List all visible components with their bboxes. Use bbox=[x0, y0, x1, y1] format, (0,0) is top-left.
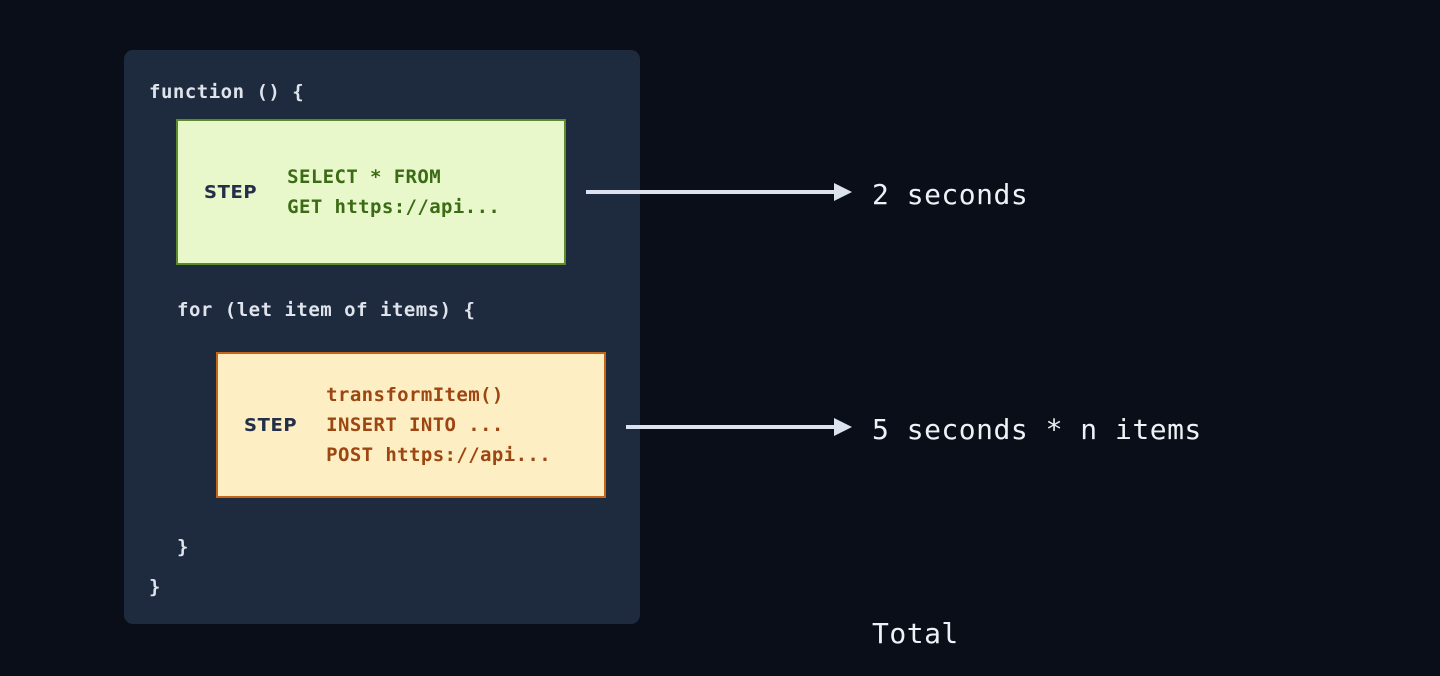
code-line-for-close: } bbox=[177, 536, 189, 558]
step-label: STEP bbox=[244, 414, 298, 436]
arrow-head bbox=[834, 418, 852, 436]
step-box-query[interactable]: STEP SELECT * FROM GET https://api... bbox=[176, 119, 566, 265]
annotation-second-step-duration: 5 seconds * n items bbox=[872, 413, 1202, 446]
step-body-query: SELECT * FROM GET https://api... bbox=[287, 166, 501, 218]
code-line-function-open: function () { bbox=[149, 81, 305, 103]
code-line-function-close: } bbox=[149, 576, 161, 598]
total-summary: Total 100 items = 502 seconds bbox=[872, 534, 1271, 676]
arrow-right-icon bbox=[626, 417, 852, 437]
arrow-shaft bbox=[586, 190, 836, 194]
code-line-for-open: for (let item of items) { bbox=[177, 299, 476, 321]
arrow-right-icon bbox=[586, 182, 852, 202]
step-label: STEP bbox=[204, 181, 258, 203]
code-panel: function () { STEP SELECT * FROM GET htt… bbox=[124, 50, 640, 624]
total-label: Total bbox=[872, 617, 959, 650]
step-box-transform[interactable]: STEP transformItem() INSERT INTO ... POS… bbox=[216, 352, 606, 498]
annotation-first-step-duration: 2 seconds bbox=[872, 178, 1029, 211]
arrow-shaft bbox=[626, 425, 836, 429]
step-body-transform: transformItem() INSERT INTO ... POST htt… bbox=[326, 384, 552, 466]
arrow-head bbox=[834, 183, 852, 201]
